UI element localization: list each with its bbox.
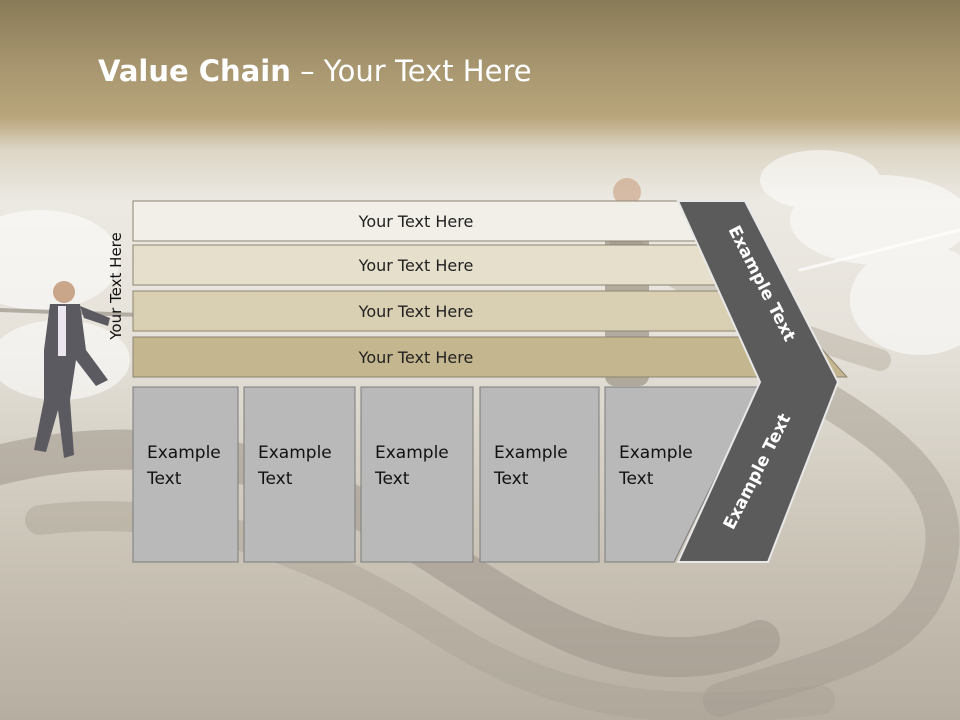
value-bar: Your Text Here: [132, 200, 727, 242]
slide-title-bold: Value Chain: [98, 54, 291, 88]
value-bar-label: Your Text Here: [358, 302, 474, 321]
reflection-box-line1: Example: [494, 661, 568, 681]
reflection-box-line2: Text: [618, 635, 654, 655]
reflection-chevron: [678, 562, 768, 720]
example-box-line1: Example: [147, 443, 221, 463]
example-box-line1: Example: [375, 443, 449, 463]
slide-title: Value Chain – Your Text Here: [98, 54, 532, 88]
businessman-figure: [34, 281, 110, 458]
slide-title-rest: – Your Text Here: [290, 54, 532, 88]
value-bar: Your Text Here: [132, 244, 766, 286]
example-box-line1: Example: [258, 443, 332, 463]
reflection-box-line1: Example: [619, 661, 693, 681]
example-box-line2: Text: [146, 469, 182, 489]
example-box-line2: Text: [493, 469, 529, 489]
reflection-box-line2: Text: [374, 635, 410, 655]
example-box-line1: Example: [494, 443, 568, 463]
example-box-line2: Text: [618, 469, 654, 489]
value-bar: Your Text Here: [132, 290, 807, 332]
chevron-shape: [676, 200, 840, 563]
reflection-box-line2: Text: [146, 635, 182, 655]
reflection-box: [243, 561, 356, 720]
reflection-box: [132, 561, 239, 720]
example-box-shape: [243, 386, 356, 563]
value-bar-label: Your Text Here: [358, 256, 474, 275]
reflection-box: [479, 561, 600, 720]
value-bar-label: Your Text Here: [358, 212, 474, 231]
example-box-shape: [604, 386, 761, 563]
example-box-shape: [479, 386, 600, 563]
value-bar-shape: [132, 336, 848, 378]
reflection-box-line2: Text: [257, 635, 293, 655]
example-box-line2: Text: [374, 469, 410, 489]
example-box-line2: Text: [257, 469, 293, 489]
example-box-line1: Example: [619, 443, 693, 463]
example-box-shape: [360, 386, 474, 563]
reflection-box-line1: Example: [147, 661, 221, 681]
example-box-shape: [132, 386, 239, 563]
reflection-box: [360, 561, 474, 720]
value-bar-label: Your Text Here: [358, 348, 474, 367]
value-bar: Your Text Here: [132, 336, 848, 378]
reflection-box-line2: Text: [493, 635, 529, 655]
reflection-box-line1: Example: [375, 661, 449, 681]
reflection-box-line1: Example: [258, 661, 332, 681]
